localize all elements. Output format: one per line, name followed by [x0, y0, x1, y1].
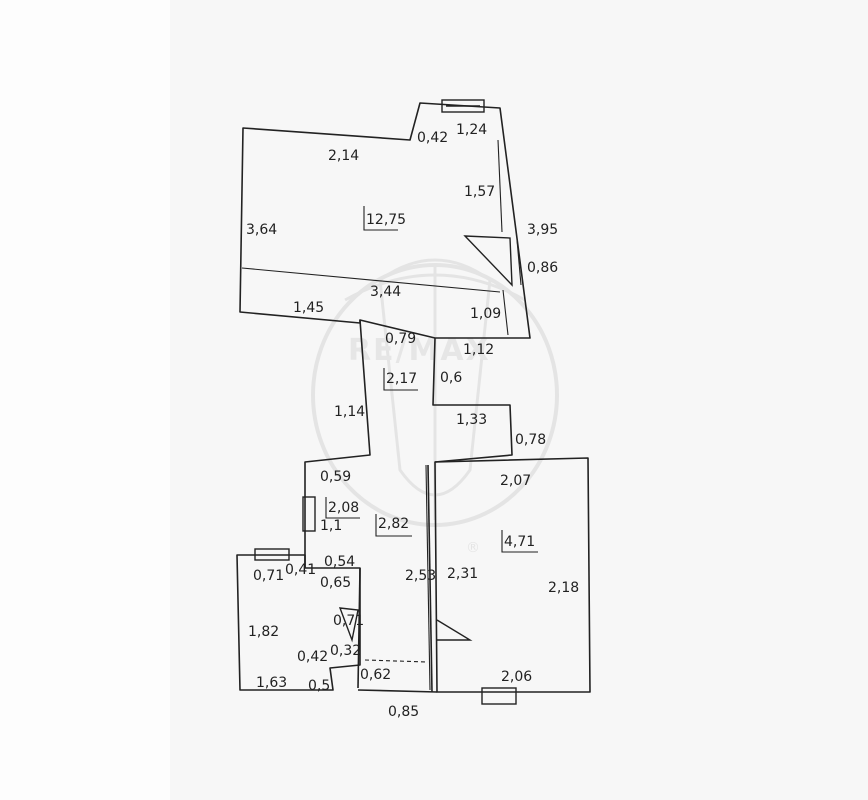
- dim-label: 1,1: [320, 518, 342, 534]
- watermark-text: RE/MAX: [348, 333, 491, 368]
- wall-corridor-right: [427, 464, 433, 693]
- window-top: [441, 99, 485, 113]
- wall-hall-right: [432, 337, 513, 463]
- dim-label: 3,95: [527, 222, 558, 238]
- door-bath: [338, 607, 359, 643]
- dim-label: 3,44: [370, 284, 401, 300]
- wall-bedroom: [434, 457, 591, 693]
- area-bedroom: 4,71: [504, 534, 535, 550]
- door-bedroom: [436, 619, 473, 641]
- wall-bath: [236, 554, 361, 691]
- dim-label: 0,79: [385, 331, 416, 347]
- doors: [338, 235, 513, 643]
- dim-label: 0,32: [330, 643, 361, 659]
- wall-hall: [304, 319, 371, 568]
- window-storage: [302, 496, 316, 532]
- dim-label: 2,18: [548, 580, 579, 596]
- dimension-labels: 2,14 0,42 1,24 3,64 1,57 3,95 0,86 3,44 …: [246, 122, 579, 720]
- dim-label: 3,64: [246, 222, 277, 238]
- dim-label: 0,42: [417, 130, 448, 146]
- dim-label: 0,62: [360, 667, 391, 683]
- area-hall: 2,17: [386, 371, 417, 387]
- dim-label: 0,41: [285, 562, 316, 578]
- dim-label: 0,54: [324, 554, 355, 570]
- area-corridor: 2,82: [378, 516, 409, 532]
- dim-label: 1,82: [248, 624, 279, 640]
- wall-living: [239, 102, 531, 339]
- dim-label: 0,42: [297, 649, 328, 665]
- area-living: 12,75: [366, 212, 406, 228]
- dim-label: 1,45: [293, 300, 324, 316]
- walls: [236, 102, 591, 693]
- dimension-lines: [241, 139, 522, 691]
- dim-label: 1,09: [470, 306, 501, 322]
- area-storage: 2,08: [328, 500, 359, 516]
- window-bedroom: [481, 687, 517, 705]
- dim-label: 0,5: [308, 678, 330, 694]
- dim-label: 1,33: [456, 412, 487, 428]
- wall-bottom: [357, 689, 438, 693]
- dim-label: 2,14: [328, 148, 359, 164]
- dim-label: 0,65: [320, 575, 351, 591]
- dim-label: 1,12: [463, 342, 494, 358]
- window-bath: [254, 548, 290, 561]
- registered-mark: ®: [466, 540, 480, 556]
- dim-label: 0,85: [388, 704, 419, 720]
- dim-label: 0,71: [253, 568, 284, 584]
- area-labels: 12,75 2,17 2,08 2,82 4,71: [325, 206, 538, 553]
- dim-label: 2,53: [405, 568, 436, 584]
- dim-label: 1,24: [456, 122, 487, 138]
- paper-sheet: [170, 0, 868, 800]
- dim-label: 0,78: [515, 432, 546, 448]
- dim-label: 1,57: [464, 184, 495, 200]
- dim-label: 0,86: [527, 260, 558, 276]
- dim-label: 0,6: [440, 370, 462, 386]
- dim-label: 2,31: [447, 566, 478, 582]
- dim-label: 1,14: [334, 404, 365, 420]
- remax-watermark: RE/MAX ®: [311, 258, 559, 556]
- door-living: [463, 235, 513, 287]
- dim-label: 0,59: [320, 469, 351, 485]
- dim-label: 2,07: [500, 473, 531, 489]
- dim-label: 2,06: [501, 669, 532, 685]
- dim-label: 0,71: [333, 613, 364, 629]
- dim-label: 1,63: [256, 675, 287, 691]
- windows: [254, 99, 517, 705]
